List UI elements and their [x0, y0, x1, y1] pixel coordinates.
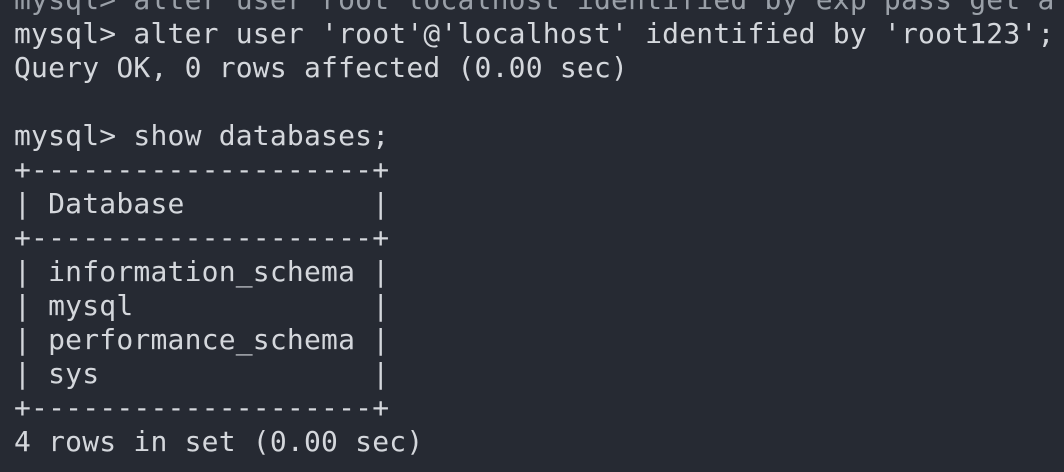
terminal-line-blank [14, 85, 1064, 119]
terminal-line-blank-end [14, 459, 1064, 472]
table-border-header: +--------------------+ [14, 221, 390, 254]
terminal-output: mysql> alter user root localhost identif… [14, 0, 1064, 472]
table-row: | performance_schema | [14, 323, 390, 356]
table-row: | sys | [14, 357, 390, 390]
terminal-line-query-ok: Query OK, 0 rows affected (0.00 sec) [14, 51, 629, 84]
table-row: | information_schema | [14, 255, 390, 288]
table-row: | mysql | [14, 289, 390, 322]
terminal-line-rows-in-set: 4 rows in set (0.00 sec) [14, 425, 424, 458]
table-border-top: +--------------------+ [14, 153, 390, 186]
terminal-line-partial-top: mysql> alter user root localhost identif… [14, 0, 1064, 17]
table-header-row: | Database | [14, 187, 390, 220]
table-border-bottom: +--------------------+ [14, 391, 390, 424]
terminal-line-show-command: mysql> show databases; [14, 119, 390, 152]
terminal-line-alter-command: mysql> alter user 'root'@'localhost' ide… [14, 17, 1055, 50]
